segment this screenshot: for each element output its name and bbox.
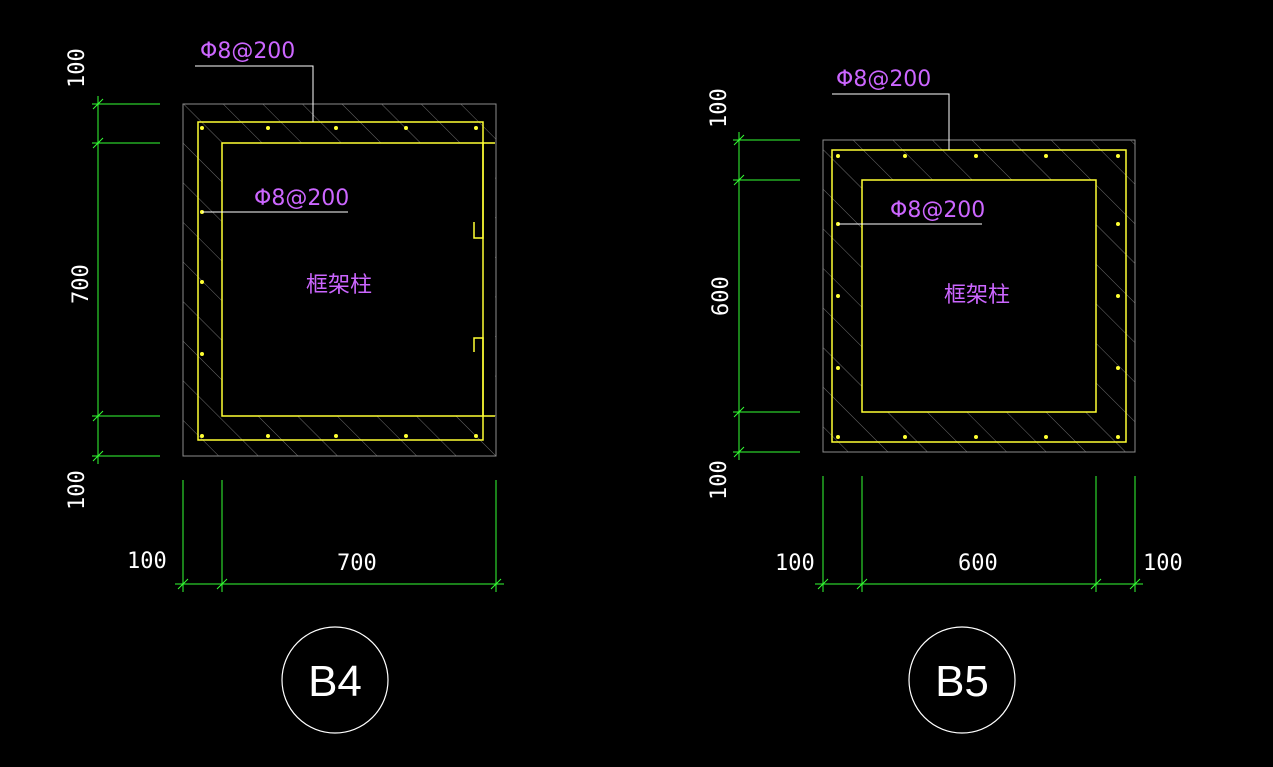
b4-rebar-outer-label: Φ8@200 — [200, 39, 295, 64]
b4-dim-top: 100 — [65, 48, 90, 88]
b4-vertical-dimension — [92, 96, 160, 464]
b5-dim-mid-v: 600 — [709, 276, 734, 316]
b5-leader-outer — [832, 93, 950, 150]
b5-outline — [822, 139, 1136, 453]
b5-inner-boundary — [861, 179, 1097, 413]
b5-dim-right-h: 100 — [1143, 551, 1183, 576]
b5-rebar-dots — [836, 154, 1120, 439]
b5-tag-circle — [908, 626, 1016, 734]
b4-outer-stirrup — [197, 121, 484, 441]
b4-dim-bot: 100 — [65, 470, 90, 510]
b5-vertical-dimension — [733, 132, 800, 460]
section-b5: Φ8@200 Φ8@200 框架柱 100 600 100 — [707, 67, 1183, 734]
b5-dim-mid-h: 600 — [958, 551, 998, 576]
b5-horizontal-dimension — [815, 476, 1143, 592]
b5-dim-bot: 100 — [707, 460, 732, 500]
b4-hook-top — [473, 143, 484, 239]
b4-hook-bottom — [473, 337, 484, 416]
b4-dim-left-h: 100 — [127, 549, 167, 574]
b4-rebar-dots — [200, 126, 478, 438]
b4-inner-boundary — [221, 142, 495, 417]
section-b4: Φ8@200 Φ8@200 框架柱 100 700 100 10 — [65, 39, 504, 734]
b4-dim-mid-v: 700 — [69, 264, 94, 304]
b4-leader-outer — [195, 65, 314, 122]
b4-horizontal-dimension — [175, 480, 504, 592]
b4-dim-mid-h: 700 — [337, 551, 377, 576]
b5-concrete-hatch — [823, 140, 1135, 452]
b4-rebar-inner-label: Φ8@200 — [254, 186, 349, 211]
b4-member-label: 框架柱 — [306, 273, 372, 298]
b4-outline — [182, 103, 497, 457]
b5-tag: B5 — [935, 657, 989, 706]
b5-dim-top: 100 — [707, 88, 732, 128]
b4-tag: B4 — [308, 657, 362, 706]
b5-outer-stirrup — [831, 149, 1127, 443]
b5-member-label: 框架柱 — [944, 283, 1010, 308]
b4-concrete-hatch — [183, 104, 496, 456]
b5-rebar-outer-label: Φ8@200 — [836, 67, 931, 92]
b5-rebar-inner-label: Φ8@200 — [890, 198, 985, 223]
b5-dim-left-h: 100 — [775, 551, 815, 576]
b4-tag-circle — [281, 626, 389, 734]
